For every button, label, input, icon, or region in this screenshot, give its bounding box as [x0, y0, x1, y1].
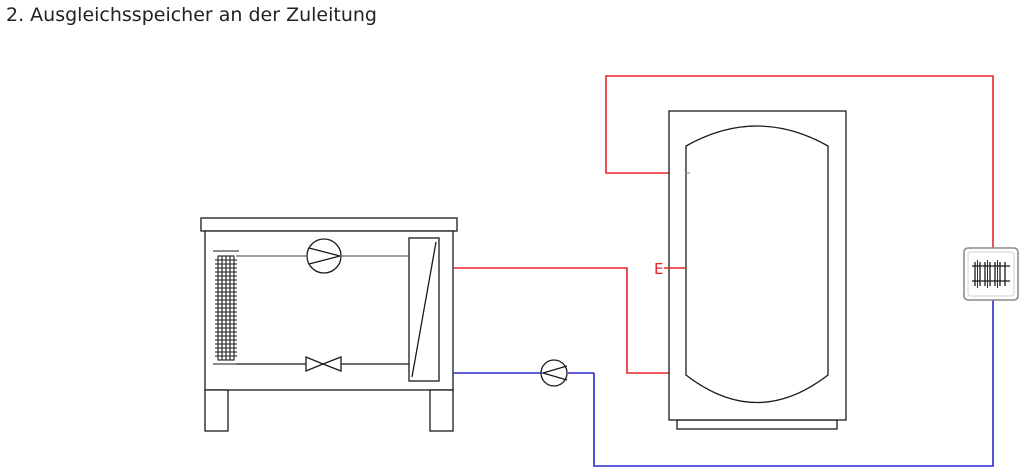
supply-line-tank-to-radiator — [605, 75, 994, 249]
expansion-valve — [305, 356, 342, 372]
condenser — [408, 237, 440, 382]
buffer-tank-vessel — [685, 125, 829, 403]
return-line-radiator-to-heatpump — [593, 299, 994, 467]
circulation-pump — [540, 359, 568, 387]
radiator-inner — [967, 251, 1015, 297]
heat-pump-leg-right — [429, 389, 454, 432]
radiator-frame — [963, 247, 1019, 301]
temperature-sensor: E — [654, 260, 686, 278]
supply-line-heatpump-to-tank — [453, 267, 686, 374]
radiator-icon — [972, 260, 1010, 288]
sensor-label: E — [654, 260, 663, 278]
buffer-tank — [668, 110, 847, 430]
compressor — [306, 238, 342, 274]
buffer-tank-base — [676, 419, 838, 430]
evaporator — [213, 250, 239, 365]
radiator — [963, 247, 1019, 301]
heat-pump-top-cover — [200, 217, 458, 232]
heat-pump-leg-left — [204, 389, 229, 432]
page-title: 2. Ausgleichsspeicher an der Zuleitung — [6, 4, 377, 26]
